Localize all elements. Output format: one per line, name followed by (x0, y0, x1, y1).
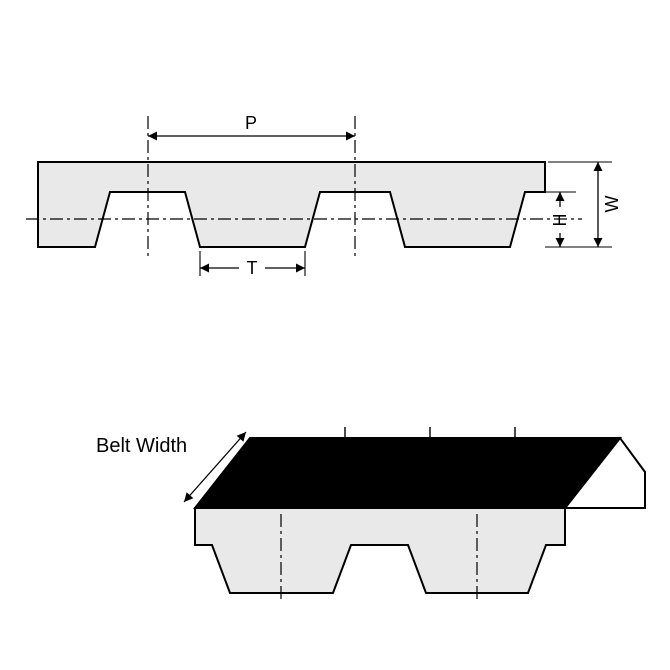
belt-top-face (192, 437, 623, 509)
belt-front-face (194, 507, 566, 594)
pitch-label: P (245, 113, 257, 133)
belt-thickness-label: W (602, 196, 622, 213)
belt-width-label: Belt Width (96, 435, 187, 457)
belt-cross-section: P T H W (26, 113, 622, 278)
tooth-width-label: T (247, 258, 258, 278)
tooth-height-label: H (550, 214, 570, 227)
belt-width-arrow (183, 431, 247, 503)
belt-profile-shape (37, 161, 546, 248)
belt-perspective-view: Belt Width (96, 427, 646, 602)
